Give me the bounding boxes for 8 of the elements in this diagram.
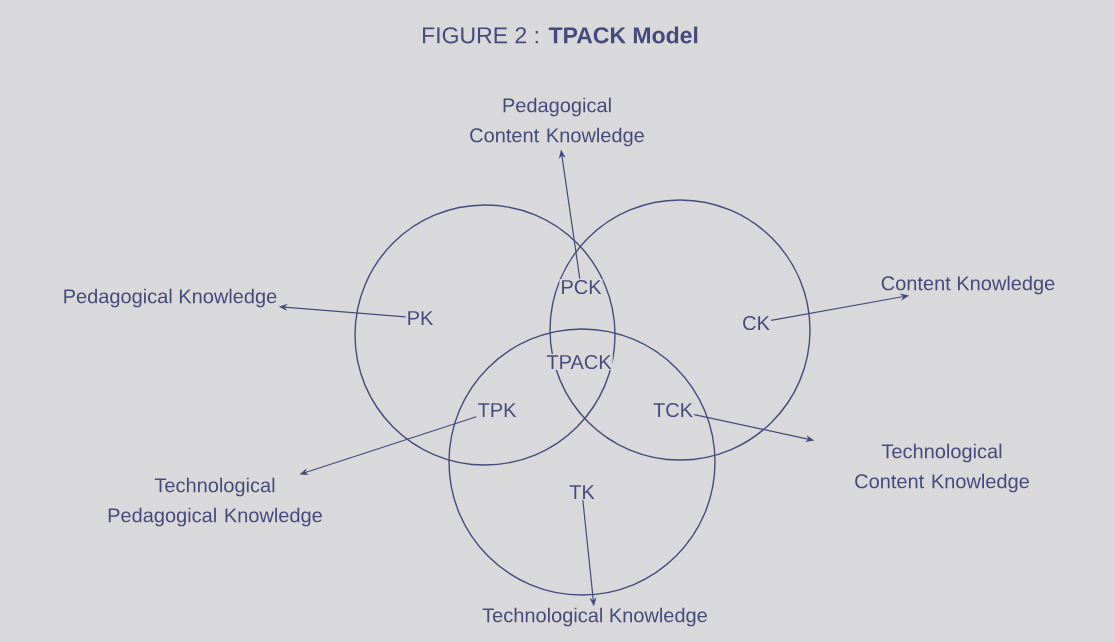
concept-label: Pedagogical Content Knowledge xyxy=(470,97,644,147)
region-label: TK xyxy=(568,484,596,500)
region-label: PK xyxy=(405,310,435,326)
concept-label: Technological Pedagogical Knowledge xyxy=(108,477,322,527)
concept-label: Technological Content Knowledge xyxy=(855,443,1029,493)
region-label: TPK xyxy=(476,402,518,418)
figure-title: FIGURE 2 : TPACK Model xyxy=(423,26,698,44)
concept-label: Technological Knowledge xyxy=(481,606,709,628)
